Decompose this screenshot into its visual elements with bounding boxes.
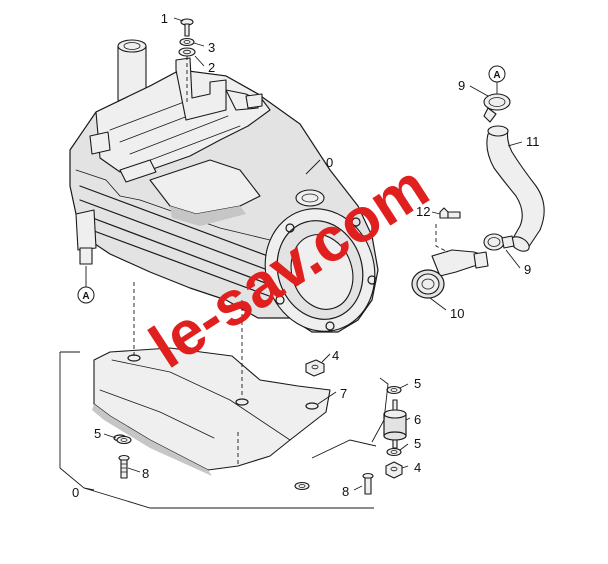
callout-5-right-top: 5 (414, 376, 421, 391)
callout-1: 1 (161, 11, 168, 26)
callout-10: 10 (450, 306, 464, 321)
callout-4-left: 4 (332, 348, 339, 363)
callout-6: 6 (414, 412, 421, 427)
screw-part-1 (180, 18, 194, 37)
nut-part-4-right (385, 461, 403, 479)
reference-marker-a-left: A (77, 286, 95, 304)
hose-part-11 (486, 125, 545, 252)
callout-3: 3 (208, 40, 215, 55)
washer-part-3 (179, 37, 195, 47)
leader-lines (59, 17, 523, 509)
callout-4-right: 4 (414, 460, 421, 475)
callout-5-left: 5 (94, 426, 101, 441)
screw-part-8-bottom (362, 472, 374, 495)
callout-8-bottom: 8 (342, 484, 349, 499)
hose-clamp-part-9-bottom (483, 233, 515, 251)
callout-0-top: 0 (326, 155, 333, 170)
nut-part-4-left (305, 359, 325, 377)
callout-11: 11 (526, 134, 540, 149)
callout-9-bottom: 9 (524, 262, 531, 277)
housing-part-0 (69, 39, 379, 333)
washer-part-2 (178, 47, 196, 57)
rubber-mount-part-6 (383, 399, 407, 449)
reference-a-top-right-label: A (493, 70, 500, 81)
callout-labels: 1 3 2 0 9 11 12 9 10 4 7 5 6 5 4 5 8 8 0 (72, 11, 540, 500)
callout-8-left: 8 (142, 466, 149, 481)
washer-part-5-right-bottom (386, 447, 402, 457)
callout-5-right-bottom: 5 (414, 436, 421, 451)
callout-2: 2 (208, 60, 215, 75)
callout-7: 7 (340, 386, 347, 401)
reference-a-left-label: A (82, 291, 89, 302)
callout-9-top: 9 (458, 78, 465, 93)
callout-12: 12 (416, 204, 430, 219)
washer-part-5-right-top (386, 385, 402, 395)
screw-part-12 (439, 207, 461, 219)
washer-part-5-left (116, 435, 132, 445)
callout-0-bottom: 0 (72, 485, 79, 500)
hose-clamp-part-9-top (483, 93, 511, 123)
elbow-fitting-part-10 (411, 249, 489, 299)
reference-marker-a-top-right: A (488, 65, 506, 83)
screw-part-8-left (118, 454, 130, 479)
washer-part-plate-bottom (294, 481, 310, 491)
